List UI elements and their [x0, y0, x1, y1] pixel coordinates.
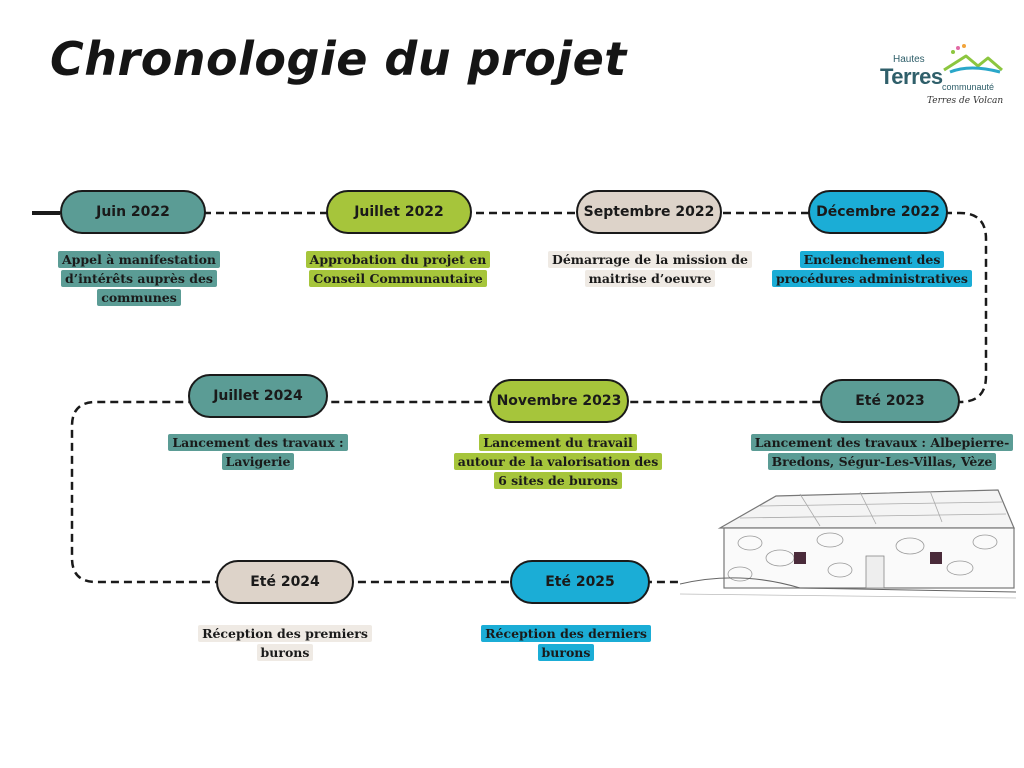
milestone-description-text: Lancement des travaux : Lavigerie: [168, 434, 348, 470]
milestone-date-7: Juillet 2024: [188, 374, 328, 418]
milestone-description-5: Lancement des travaux : Albepierre- Bred…: [732, 433, 1024, 471]
milestone-description-text: Réception des derniers burons: [481, 625, 651, 661]
page-title: Chronologie du projet: [50, 32, 627, 86]
milestone-date-5: Eté 2023: [820, 379, 960, 423]
logo-line-1: Hautes: [893, 54, 925, 65]
hautes-terres-logo: Hautes Terres communauté Terres de Volca…: [872, 44, 1012, 114]
milestone-description-1: Appel à manifestation d’intérêts auprès …: [0, 250, 289, 307]
milestone-description-2: Approbation du projet en Conseil Communa…: [248, 250, 548, 288]
milestone-description-6: Lancement du travail autour de la valori…: [408, 433, 708, 490]
milestone-description-3: Démarrage de la mission de maitrise d’oe…: [500, 250, 800, 288]
milestone-date-8: Eté 2024: [216, 560, 354, 604]
milestone-date-1: Juin 2022: [60, 190, 206, 234]
logo-mountain-icon: [943, 44, 1003, 74]
buron-sketch-illustration: [680, 489, 1016, 599]
milestone-date-3: Septembre 2022: [576, 190, 722, 234]
logo-signature: Terres de Volcan: [927, 96, 1004, 106]
milestone-description-text: Réception des premiers burons: [198, 625, 372, 661]
milestone-description-9: Réception des derniers burons: [416, 624, 716, 662]
milestone-description-text: Approbation du projet en Conseil Communa…: [305, 251, 491, 287]
milestone-description-text: Lancement des travaux : Albepierre- Bred…: [750, 434, 1014, 470]
logo-line-3: communauté: [942, 82, 995, 92]
milestone-description-4: Enclenchement des procédures administrat…: [722, 250, 1022, 288]
milestone-description-8: Réception des premiers burons: [135, 624, 435, 662]
logo-line-2: Terres: [880, 64, 943, 89]
milestone-date-4: Décembre 2022: [808, 190, 948, 234]
milestone-date-2: Juillet 2022: [326, 190, 472, 234]
milestone-description-text: Enclenchement des procédures administrat…: [772, 251, 972, 287]
milestone-description-text: Lancement du travail autour de la valori…: [453, 434, 663, 489]
milestone-date-9: Eté 2025: [510, 560, 650, 604]
milestone-description-7: Lancement des travaux : Lavigerie: [108, 433, 408, 471]
milestone-description-text: Appel à manifestation d’intérêts auprès …: [57, 251, 221, 306]
milestone-date-6: Novembre 2023: [489, 379, 629, 423]
